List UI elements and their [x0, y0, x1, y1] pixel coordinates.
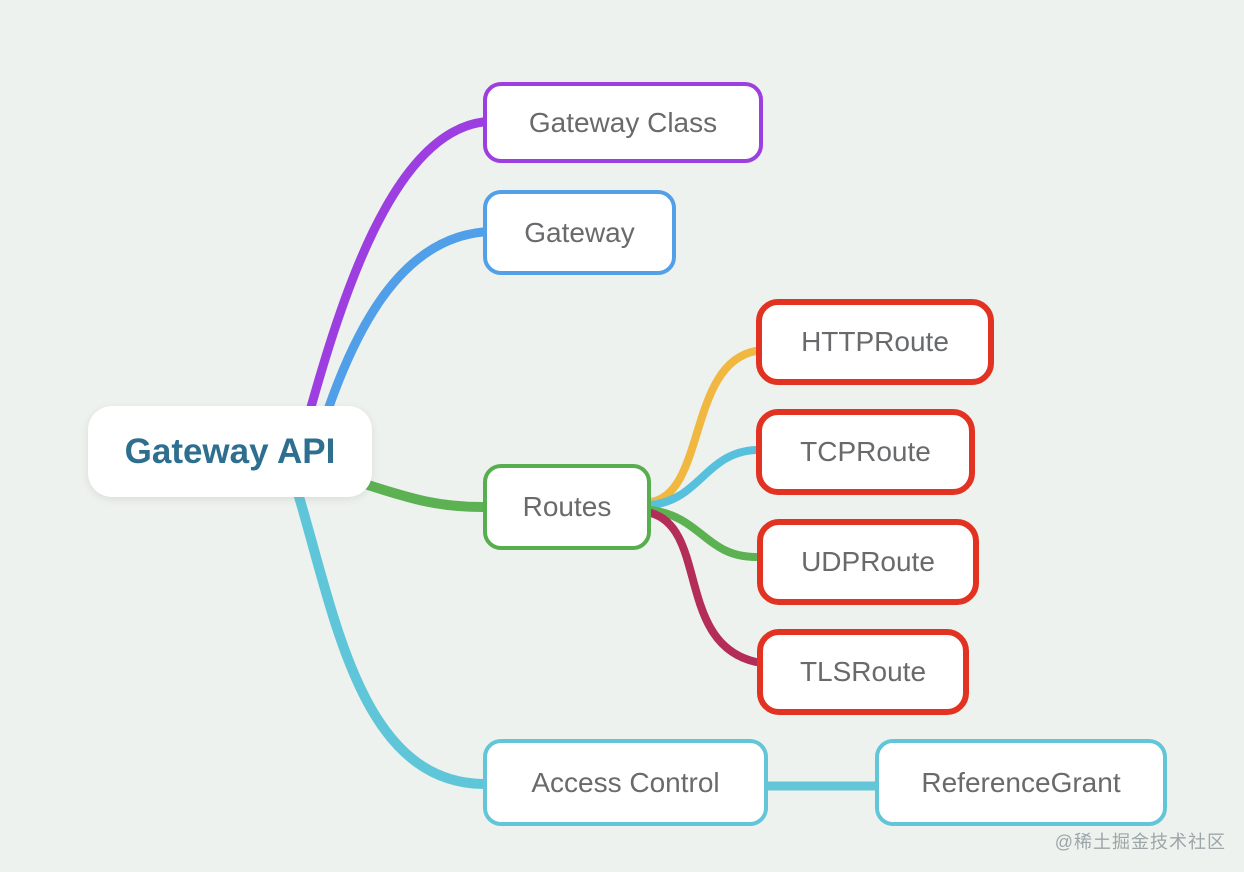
node-tls-route[interactable]: TLSRoute — [757, 629, 969, 715]
node-gateway[interactable]: Gateway — [483, 190, 676, 275]
node-gateway-api-label: Gateway API — [124, 431, 336, 471]
node-tcp-route[interactable]: TCPRoute — [756, 409, 975, 495]
node-gateway-label: Gateway — [524, 216, 635, 248]
edge-root-to-access-control — [292, 485, 488, 789]
node-access-control[interactable]: Access Control — [483, 739, 768, 826]
node-http-route-label: HTTPRoute — [801, 326, 949, 357]
edge-routes-to-tcp-route — [647, 446, 760, 509]
node-reference-grant-label: ReferenceGrant — [921, 766, 1121, 798]
edge-root-to-gateway — [313, 227, 488, 445]
watermark-text: @稀土掘金技术社区 — [1054, 832, 1226, 852]
edge-root-to-gateway-class — [298, 117, 488, 441]
edge-root-to-routes — [363, 480, 488, 512]
node-tcp-route-label: TCPRoute — [800, 436, 931, 467]
node-routes[interactable]: Routes — [483, 464, 651, 550]
node-gateway-class-label: Gateway Class — [528, 106, 718, 138]
node-udp-route[interactable]: UDPRoute — [757, 519, 979, 605]
node-http-route[interactable]: HTTPRoute — [756, 299, 994, 385]
node-gateway-api[interactable]: Gateway API — [88, 406, 372, 497]
node-udp-route-label: UDPRoute — [801, 546, 935, 577]
node-routes-label: Routes — [522, 491, 612, 522]
node-access-control-label: Access Control — [531, 766, 720, 798]
node-reference-grant[interactable]: ReferenceGrant — [875, 739, 1167, 826]
edge-routes-to-http-route — [647, 347, 760, 506]
edge-routes-to-tls-route — [647, 509, 760, 666]
edge-routes-to-udp-route — [647, 506, 760, 561]
node-gateway-class[interactable]: Gateway Class — [483, 82, 763, 163]
node-tls-route-label: TLSRoute — [799, 656, 927, 687]
